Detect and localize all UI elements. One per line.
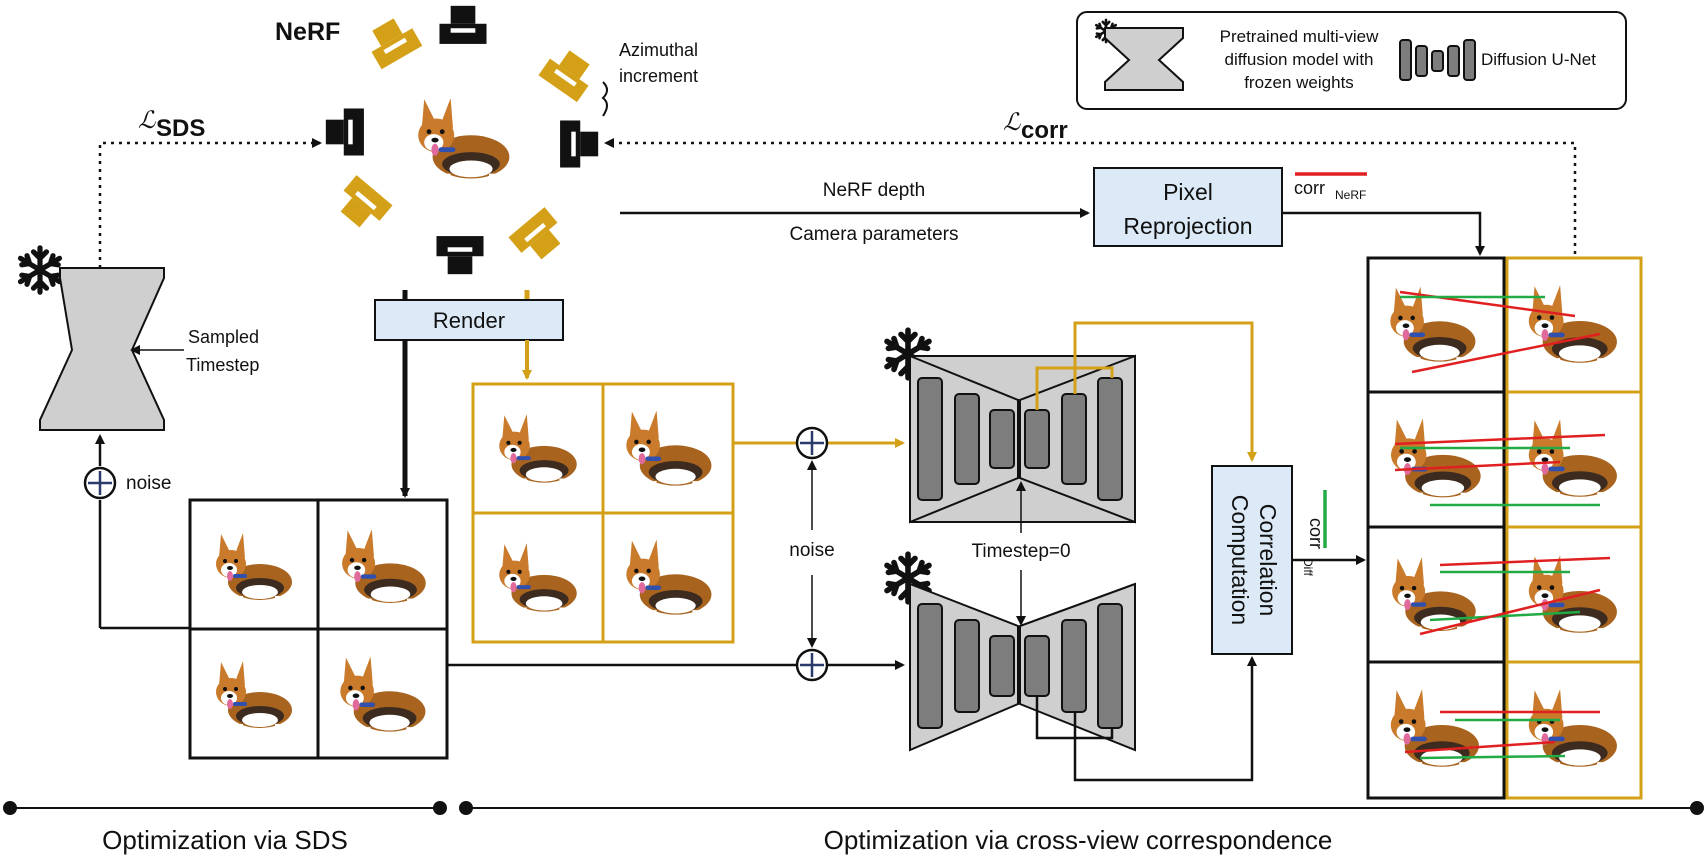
camera-icon xyxy=(538,43,599,103)
render-grid-gold xyxy=(471,382,735,644)
unet-top xyxy=(909,354,1136,524)
camera-icon xyxy=(439,5,487,44)
azimuthal-brace xyxy=(601,81,608,117)
corr-loss-path xyxy=(604,138,1577,254)
noise-center-label: noise xyxy=(789,540,834,561)
sds-loss-subscript: SDS xyxy=(156,115,205,142)
camera-icon xyxy=(508,207,569,267)
camera-icon xyxy=(332,175,393,235)
legend-frozen-line-1: Pretrained multi-view xyxy=(1220,27,1379,46)
render-label: Render xyxy=(433,308,505,333)
correlation-label-1: Correlation xyxy=(1255,504,1281,617)
sampled-timestep-label-2: Timestep xyxy=(186,355,259,375)
snowflake-icon xyxy=(21,248,60,292)
sds-loss-symbol: ℒ xyxy=(138,107,156,134)
nerf-camera-ring: NeRF Azimuthal increment xyxy=(275,5,698,275)
sampled-timestep-label-1: Sampled xyxy=(188,327,259,347)
plus-circle-icon xyxy=(795,426,829,460)
plus-circle-icon xyxy=(795,648,829,682)
corgi-image xyxy=(418,98,510,186)
legend-unet-label: Diffusion U-Net xyxy=(1481,50,1596,69)
render-box xyxy=(374,299,564,341)
correlation-box xyxy=(1211,465,1293,655)
pixel-reprojection-label-1: Pixel xyxy=(1163,179,1213,205)
legend-frozen-line-3: frozen weights xyxy=(1244,73,1354,92)
noise-left-label: noise xyxy=(126,473,171,494)
camera-params-label: Camera parameters xyxy=(790,224,959,245)
legend-box: Pretrained multi-view diffusion model wi… xyxy=(1076,11,1627,110)
corr-nerf-label: corr xyxy=(1294,178,1325,198)
pixel-reprojection-label-2: Reprojection xyxy=(1123,213,1252,239)
unet-bottom xyxy=(909,582,1136,752)
correlation-label-2: Computation xyxy=(1227,495,1253,625)
legend-frozen-line-2: diffusion model with xyxy=(1225,50,1374,69)
render-grid-black xyxy=(188,498,449,760)
camera-icon xyxy=(560,120,599,168)
pixel-reprojection-box xyxy=(1093,167,1283,247)
unet-legend-icon xyxy=(1399,39,1476,81)
camera-icon xyxy=(362,12,423,70)
camera-icon xyxy=(325,108,364,156)
sds-frozen-model xyxy=(39,267,165,431)
azimuthal-label-2: increment xyxy=(619,66,698,86)
timeline: Optimization via SDS Optimization via cr… xyxy=(3,801,1704,855)
nerf-depth-label: NeRF depth xyxy=(823,180,925,201)
timestep-zero-label: Timestep=0 xyxy=(971,541,1070,562)
correspondence-grid xyxy=(1366,256,1643,800)
corr-nerf-subscript: NeRF xyxy=(1335,188,1366,202)
section-cross-view-label: Optimization via cross-view corresponden… xyxy=(824,825,1333,855)
corr-loss-symbol: ℒ xyxy=(1003,109,1021,136)
sds-loss-path xyxy=(98,138,322,268)
corr-loss-subscript: corr xyxy=(1021,117,1068,144)
plus-circle-icon xyxy=(83,466,117,500)
section-sds-label: Optimization via SDS xyxy=(102,825,348,855)
nerf-label: NeRF xyxy=(275,18,340,46)
corr-diff-subscript: Diff xyxy=(1301,558,1315,576)
corr-diff-label: corr xyxy=(1306,518,1326,549)
camera-icon xyxy=(436,236,484,275)
frozen-model-icon xyxy=(1104,27,1184,91)
azimuthal-label-1: Azimuthal xyxy=(619,40,698,60)
